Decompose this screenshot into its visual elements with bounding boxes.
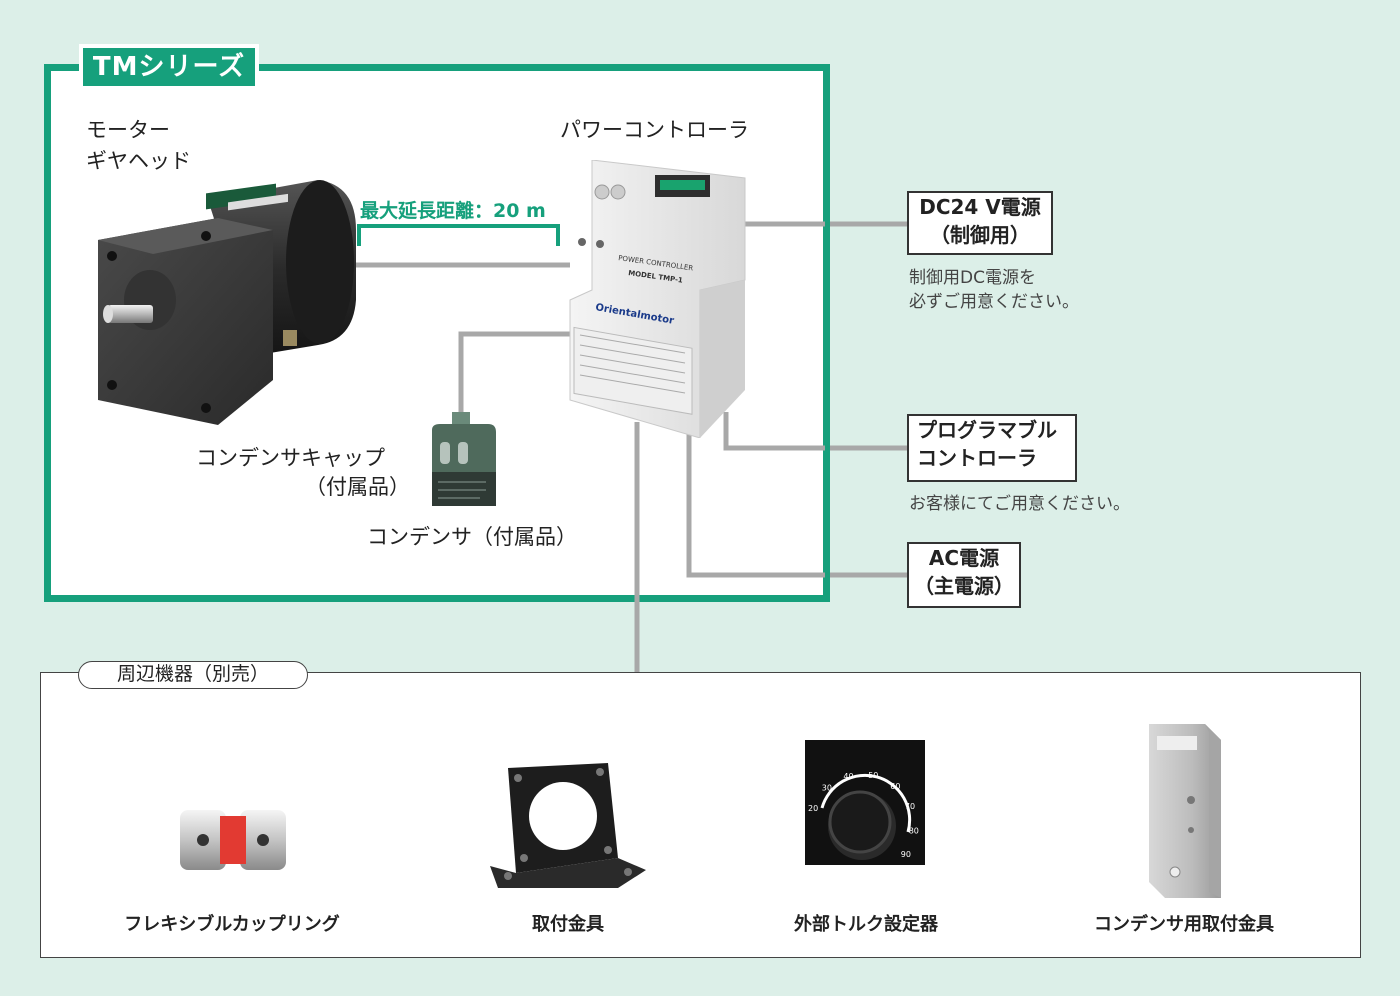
motor-label-2: ギヤヘッド <box>86 149 191 173</box>
accessory-label-torque-setter: 外部トルク設定器 <box>794 914 938 935</box>
accessory-label-capacitor-bracket: コンデンサ用取付金具 <box>1094 914 1274 935</box>
dial-tick-label: 90 <box>901 850 911 859</box>
dc-power-box: DC24 V電源 （制御用） <box>907 191 1053 255</box>
capacitor-bracket-image <box>1149 724 1221 898</box>
dial-tick-label: 40 <box>843 772 853 781</box>
plc-line1: プログラマブル <box>917 418 1057 442</box>
ac-power-box: AC電源 （主電源） <box>907 542 1021 608</box>
accessory-label-coupling: フレキシブルカップリング <box>124 914 340 935</box>
dial-tick-label: 70 <box>905 802 915 811</box>
ac-power-line1: AC電源 <box>928 546 1000 570</box>
dial-tick-label: 50 <box>868 771 878 780</box>
capacitor-cap-label-2: （付属品） <box>305 475 410 499</box>
dc-power-note-2: 必ずご用意ください。 <box>909 292 1079 312</box>
plc-note: お客様にてご用意ください。 <box>909 494 1130 514</box>
plc-line2: コントローラ <box>917 446 1037 470</box>
accessories-tab: 周辺機器（別売） <box>78 661 308 689</box>
max-distance-label: 最大延長距離：20 m <box>360 200 546 222</box>
motor-label-1: モーター <box>86 118 170 142</box>
capacitor-label: コンデンサ（付属品） <box>367 525 577 549</box>
flexible-coupling-image <box>180 810 286 870</box>
dc-power-note-1: 制御用DC電源を <box>909 268 1036 288</box>
tm-series-tab: TMシリーズ <box>79 44 259 90</box>
torque-setter-image: 20 30 40 50 60 70 80 90 100 <box>805 740 925 876</box>
dial-tick-label: 30 <box>822 784 832 793</box>
dc-power-line2: （制御用） <box>930 223 1030 247</box>
power-controller-image: POWER CONTROLLER MODEL TMP-1 Orientalmot… <box>569 160 746 438</box>
mounting-bracket-image <box>490 763 646 888</box>
dial-tick-label: 60 <box>890 782 900 791</box>
dial-tick-label: 20 <box>808 804 818 813</box>
dial-tick-label: 100 <box>880 867 895 876</box>
controller-label: パワーコントローラ <box>560 118 749 142</box>
accessory-label-bracket: 取付金具 <box>532 914 604 935</box>
dial-tick-label: 80 <box>909 827 919 836</box>
capacitor-cap-label-1: コンデンサキャップ <box>196 446 385 470</box>
plc-box: プログラマブル コントローラ <box>907 414 1077 482</box>
capacitor-image <box>432 412 496 506</box>
ac-power-line2: （主電源） <box>914 574 1014 598</box>
motor-gearhead-image <box>98 180 356 425</box>
dc-power-line1: DC24 V電源 <box>919 195 1041 219</box>
